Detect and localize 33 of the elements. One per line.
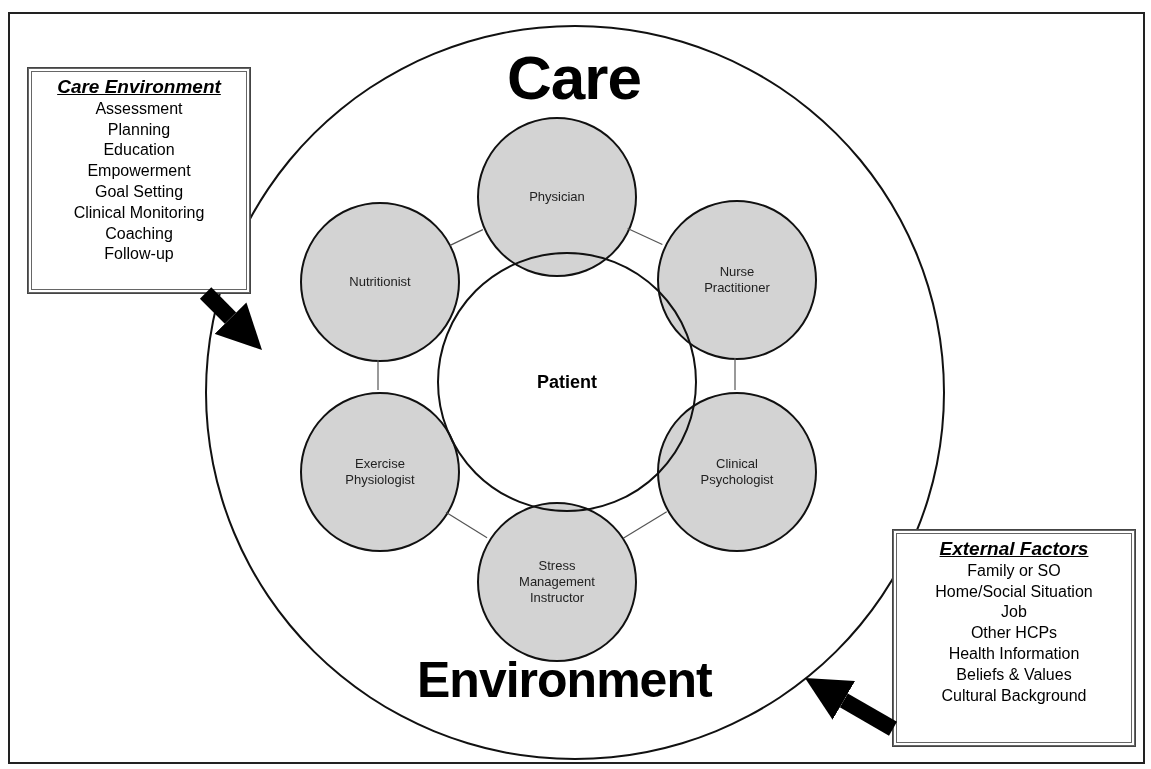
list-item: Follow-up: [104, 244, 174, 265]
list-item: Beliefs & Values: [956, 664, 1072, 685]
list-item: Coaching: [105, 223, 173, 244]
role-label: Clinical Psychologist: [699, 455, 775, 489]
role-label: Physician: [529, 188, 585, 206]
connector-line: [377, 359, 379, 391]
center-label: Patient: [537, 371, 597, 393]
list-item: Clinical Monitoring: [73, 202, 205, 223]
circle-title: Environment: [417, 655, 712, 705]
list-item: Education: [103, 140, 175, 161]
connector-line: [734, 357, 736, 391]
connector-line: [622, 511, 668, 539]
list-item: Job: [1001, 602, 1027, 623]
role-label: Stress Management Instructor: [518, 557, 596, 607]
list-item: Health Information: [948, 644, 1080, 664]
connector-line: [445, 511, 488, 539]
list-box: [893, 530, 1135, 746]
role-label: Exercise Physiologist: [344, 455, 416, 489]
role-label: Nutritionist: [349, 273, 411, 291]
list-item: Other HCPs: [970, 623, 1058, 644]
list-item: Empowerment: [87, 161, 191, 182]
circle-title: Care: [507, 47, 641, 109]
connector-line: [449, 229, 484, 246]
role-label: Nurse Practitioner: [703, 263, 771, 297]
list-item: Planning: [107, 119, 171, 140]
box-heading: External Factors: [939, 538, 1089, 561]
list-item: Family or SO: [967, 560, 1061, 581]
box-heading: Care Environment: [57, 76, 221, 99]
list-item: Home/Social Situation: [935, 581, 1093, 602]
list-item: Goal Setting: [94, 182, 184, 202]
list-item: Assessment: [95, 98, 183, 119]
list-box: [28, 68, 250, 293]
list-item: Cultural Background: [941, 685, 1087, 706]
